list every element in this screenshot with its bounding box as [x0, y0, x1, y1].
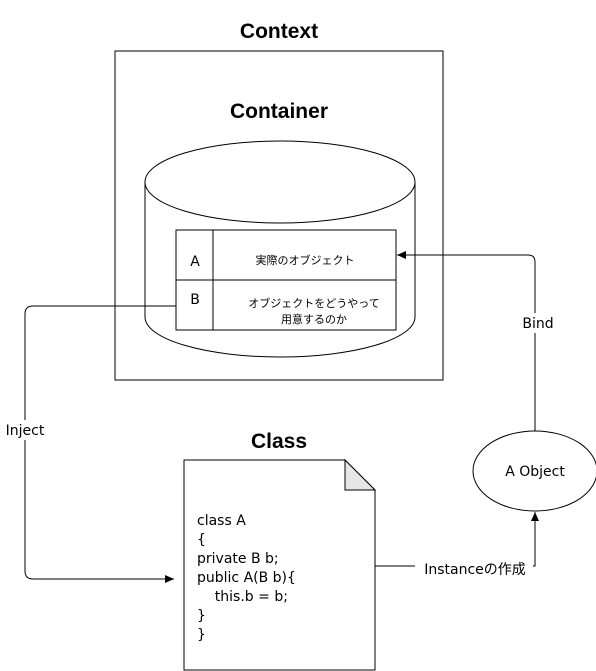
row-a-key: A — [190, 254, 200, 270]
inject-label-bg — [1, 420, 49, 440]
code-line-5: this.b = b; — [197, 589, 288, 605]
instance-edge[interactable] — [375, 512, 539, 567]
row-a-value: 実際のオブジェクト — [256, 253, 355, 267]
code-line-3: private B b; — [197, 551, 279, 567]
a-object-label: A Object — [505, 464, 565, 480]
row-b-value-line1: オブジェクトをどうやって — [248, 296, 379, 310]
inject-edge[interactable] — [24, 305, 176, 583]
code-line-6: } — [197, 608, 206, 624]
row-b-value-line2: 用意するのか — [281, 312, 347, 326]
code-line-7: } — [197, 627, 206, 643]
row-b-key: B — [190, 292, 200, 308]
class-title: Class — [251, 430, 307, 453]
class-document[interactable] — [183, 458, 377, 671]
bind-label: Bind — [522, 316, 553, 332]
instance-label: Instanceの作成 — [424, 562, 526, 578]
code-line-2: { — [197, 532, 206, 548]
bind-label-bg — [516, 313, 556, 333]
instance-label-bg — [415, 559, 533, 579]
inject-label: Inject — [6, 423, 45, 439]
bind-edge[interactable] — [397, 251, 536, 431]
code-line-4: public A(B b){ — [197, 570, 296, 586]
code-line-1: class A — [197, 513, 246, 529]
container-table — [175, 229, 397, 331]
container-title: Container — [230, 100, 328, 123]
context-title: Context — [240, 20, 318, 43]
